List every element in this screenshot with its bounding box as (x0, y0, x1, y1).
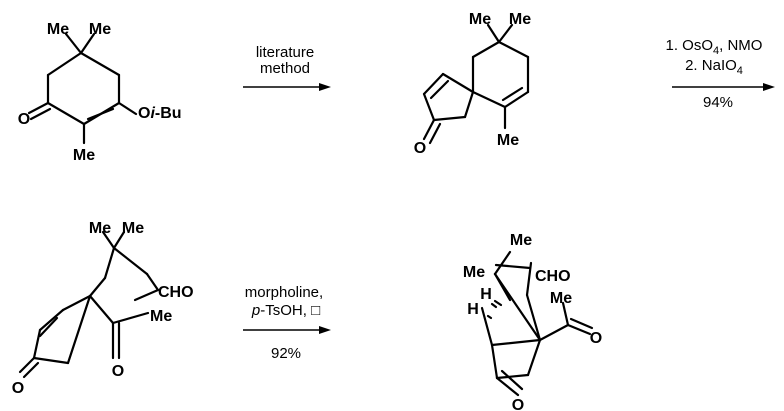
methyl-label: Me (463, 264, 485, 281)
hydrogen-label: H (480, 286, 492, 303)
hydrogen-label: H (467, 301, 479, 318)
methyl-label: Me (73, 147, 95, 164)
acetyl-oxygen-label: O (112, 363, 124, 380)
molecule-2: Me Me O Me (414, 11, 531, 157)
molecule-4: Me Me CHO H H Me O O (463, 232, 602, 411)
arrow-1-condition-line-1: literature (256, 44, 314, 61)
methyl-label: Me (469, 11, 491, 28)
arrow-3-head (319, 326, 331, 334)
carbonyl-oxygen-label: O (18, 111, 30, 128)
iso-prefix-label: i (150, 105, 155, 122)
methyl-label: Me (510, 232, 532, 249)
acetyl-methyl-label: Me (150, 308, 172, 325)
aldehyde-label: CHO (158, 284, 194, 301)
arrow-3-condition-line-2: p-TsOH, □ (251, 302, 320, 319)
molecule-1: Me Me O Oi-Bu Me (18, 21, 182, 164)
molecule-3-bonds (18, 230, 160, 379)
ketone-oxygen-label: O (512, 397, 524, 411)
molecule-1-bonds (27, 32, 138, 145)
hashed-bond (486, 299, 503, 320)
heat-symbol: □ (311, 302, 320, 319)
molecule-3: Me Me CHO Me O O (12, 220, 194, 397)
ether-oxygen-label: O (138, 105, 150, 122)
methyl-label: Me (122, 220, 144, 237)
aldehyde-label: CHO (535, 268, 571, 285)
methyl-label: Me (497, 132, 519, 149)
reaction-arrow-3: morpholine, p-TsOH, □ 92% (243, 284, 331, 362)
butyl-label: -Bu (155, 105, 182, 122)
carbonyl-oxygen-label: O (414, 140, 426, 157)
methyl-label: Me (89, 21, 111, 38)
methyl-label: Me (47, 21, 69, 38)
arrow-1-condition-line-2: method (260, 60, 310, 77)
isobutoxy-label: Oi-Bu (138, 105, 182, 122)
arrow-2-yield: 94% (703, 94, 733, 111)
reaction-arrow-2: 1. OsO4, NMO 2. NaIO4 94% (666, 37, 775, 111)
methyl-label: Me (89, 220, 111, 237)
arrow-1-head (319, 83, 331, 91)
methyl-label: Me (509, 11, 531, 28)
arrow-2-condition-line-2: 2. NaIO4 (685, 57, 743, 77)
arrow-2-condition-line-1: 1. OsO4, NMO (666, 37, 763, 57)
molecule-4-bonds (480, 250, 594, 397)
enone-oxygen-label: O (12, 380, 24, 397)
reaction-arrow-1: literature method (243, 44, 331, 91)
acetyl-oxygen-label: O (590, 330, 602, 347)
molecule-2-bonds (422, 23, 530, 145)
arrow-2-head (763, 83, 775, 91)
arrow-3-yield: 92% (271, 345, 301, 362)
arrow-3-condition-line-1: morpholine, (245, 284, 323, 301)
acetyl-methyl-label: Me (550, 290, 572, 307)
